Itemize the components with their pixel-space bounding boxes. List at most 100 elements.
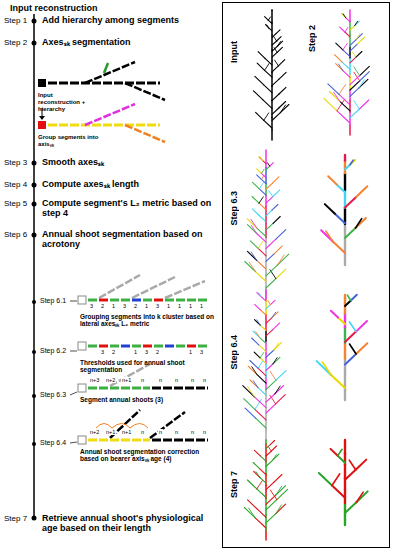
callout-number: n+1 [121,429,132,435]
tree-branch [349,22,351,36]
tree-branch [272,205,278,211]
callout-number: n [158,429,163,435]
tree-branch [250,380,258,388]
tree-branch [265,530,267,540]
tree-branch [338,318,345,325]
tree-branch [273,455,277,461]
tree-branch [259,345,266,352]
callout-number: 3 [123,303,126,309]
tree-branch [260,469,266,475]
tree-branch [263,160,267,163]
panel-label: Step 2 [307,25,317,52]
tree-branch [276,504,286,513]
tree-branch [350,109,359,118]
tree-branch [342,62,350,69]
step-description: Retrieve annual shoot's physiological ag… [42,513,217,534]
callout-number: n [202,429,207,435]
tree-branch [334,92,340,101]
tree-branch [267,25,269,28]
tree-branch [344,313,346,327]
tree-branch [268,17,270,20]
tree-branch [266,394,275,402]
tree-branch [349,460,355,470]
tree-branch [344,440,346,454]
tree-branch [258,368,266,376]
tree-branch [350,26,355,30]
tree-branch [265,17,269,21]
tree-branch [339,94,350,104]
tree-branch [265,444,267,462]
tree-branch [345,197,356,208]
tree-branch [356,218,366,228]
tree-branch [356,34,360,40]
tree-branch [257,375,266,383]
tree-branch [345,301,351,307]
callout-number: 2 [101,303,104,309]
tree-branch [336,43,343,50]
tree-branch [258,361,263,368]
tree-branch [274,246,282,254]
tree-branch [265,238,267,256]
tree-branch [260,477,266,483]
step-description: Annual shoot segmentation based on acrot… [42,229,217,250]
step-description: Add hierarchy among segments [42,15,217,25]
callout-number: n+2 [105,377,116,383]
callout-number: n+2 [89,429,100,435]
tree-branch [255,450,261,456]
tree-branch [261,179,266,183]
tree-branch [345,32,350,37]
tree-branch [344,161,346,174]
tree-branch [350,57,356,63]
tree-branch [345,354,356,365]
tree-branch [360,66,370,75]
tree-branch [260,456,266,461]
step-label: Step 6 [4,230,27,239]
tree-branch [336,64,343,71]
tree-branch [273,323,280,330]
tree-branch [344,343,346,359]
tree-branch [255,320,261,326]
tree-branch [356,460,367,470]
tree-branch [271,130,273,140]
tree-branch [266,305,271,309]
tree-branch [275,386,284,395]
tree-branch [274,343,279,350]
tree-branch [261,173,266,177]
tree-branch [257,260,266,269]
axes-segmentation-sketch [38,62,165,142]
tree-branch [266,350,274,357]
tree-branch [335,214,345,224]
panel-label: Input [229,41,239,63]
callout-number: n+1 [105,429,116,435]
tree-branch [349,10,351,22]
tree-branch [339,85,346,95]
callout-number: 3 [200,349,203,355]
callout-number: n [174,429,179,435]
tree-branch [266,25,269,28]
tree-branch [266,210,272,216]
tree-branch [255,518,266,528]
tree-branch [322,362,331,375]
tree-branch [258,241,263,248]
tree-branch [344,173,346,190]
tree-branch [249,508,256,518]
callout-number: n [202,377,207,383]
callout-number: 1 [145,303,148,309]
tree-branch [265,498,267,515]
tree-branch [261,169,264,173]
tree-branch [272,94,279,101]
tree-branch [350,44,357,51]
tree-branch [344,359,346,374]
tree-branch [265,354,267,364]
callout-number: 1 [112,303,115,309]
tree-branch [333,242,345,253]
tree-branch [271,73,273,87]
tree-branch [277,42,280,47]
callout-number: 1 [167,303,170,309]
tree-branch [248,480,257,489]
tree-branch [331,449,338,456]
tree-branch [272,34,276,38]
tree-branch [270,371,276,380]
tree-branch [328,176,336,184]
tree-branch [360,72,370,81]
